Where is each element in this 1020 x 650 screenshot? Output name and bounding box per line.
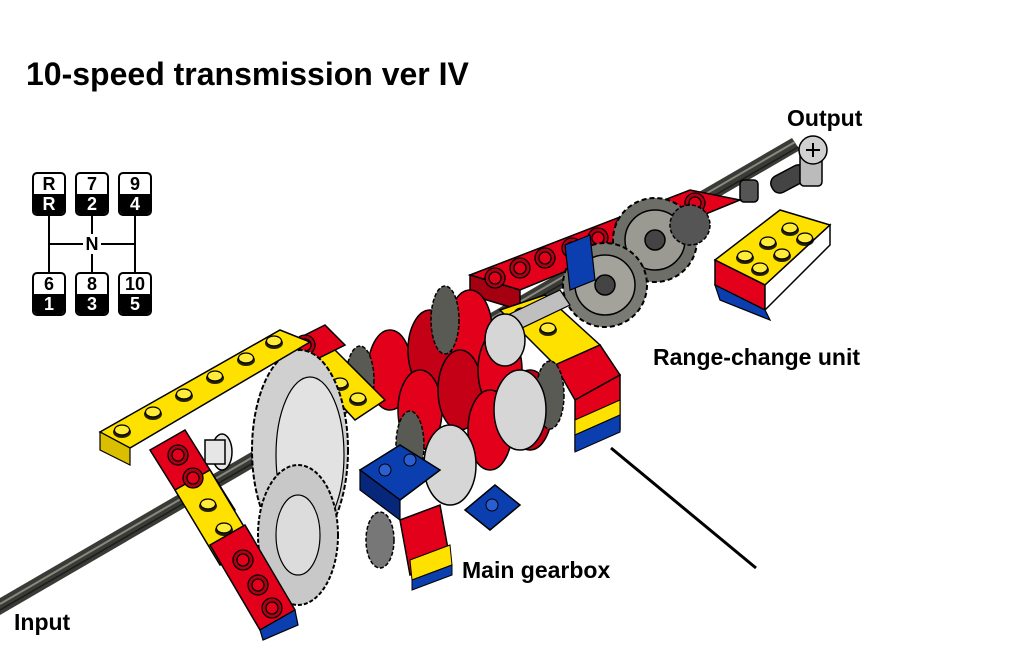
gear-box-7-2: 7 2 [75, 172, 109, 216]
gear-box-10-5: 10 5 [118, 272, 152, 316]
output-coupling [739, 135, 828, 203]
main-gearbox-pointer-line [610, 446, 757, 570]
gear-label-top: R [42, 174, 56, 194]
diagram-title: 10-speed transmission ver IV [26, 56, 469, 92]
front-frame [98, 329, 312, 641]
range-change-unit-label: Range-change unit [653, 344, 861, 370]
gear-box-6-1: 6 1 [32, 272, 66, 316]
input-label: Input [14, 609, 71, 635]
gear-label-bottom: 1 [34, 294, 64, 314]
gear-label-top: 8 [86, 274, 97, 294]
gear-box-8-3: 8 3 [75, 272, 109, 316]
gear-label-top: 6 [43, 274, 54, 294]
main-gearbox-label: Main gearbox [462, 557, 611, 583]
gear-label-bottom: 5 [120, 294, 150, 314]
gear-label-bottom: R [34, 194, 64, 214]
gear-label-bottom: 2 [77, 194, 107, 214]
gear-label-top: 9 [129, 174, 140, 194]
front-input-gears [204, 349, 395, 606]
neutral-label: N [83, 234, 101, 254]
shift-pattern: R R 7 2 9 4 N 6 1 8 3 10 5 [30, 172, 154, 318]
gear-label-top: 7 [86, 174, 97, 194]
gear-label-bottom: 3 [77, 294, 107, 314]
gear-box-r: R R [32, 172, 66, 216]
output-label: Output [787, 105, 863, 131]
gear-box-9-4: 9 4 [118, 172, 152, 216]
gear-label-bottom: 4 [120, 194, 150, 214]
range-change-unit [467, 189, 832, 453]
gear-label-top: 10 [124, 274, 146, 294]
